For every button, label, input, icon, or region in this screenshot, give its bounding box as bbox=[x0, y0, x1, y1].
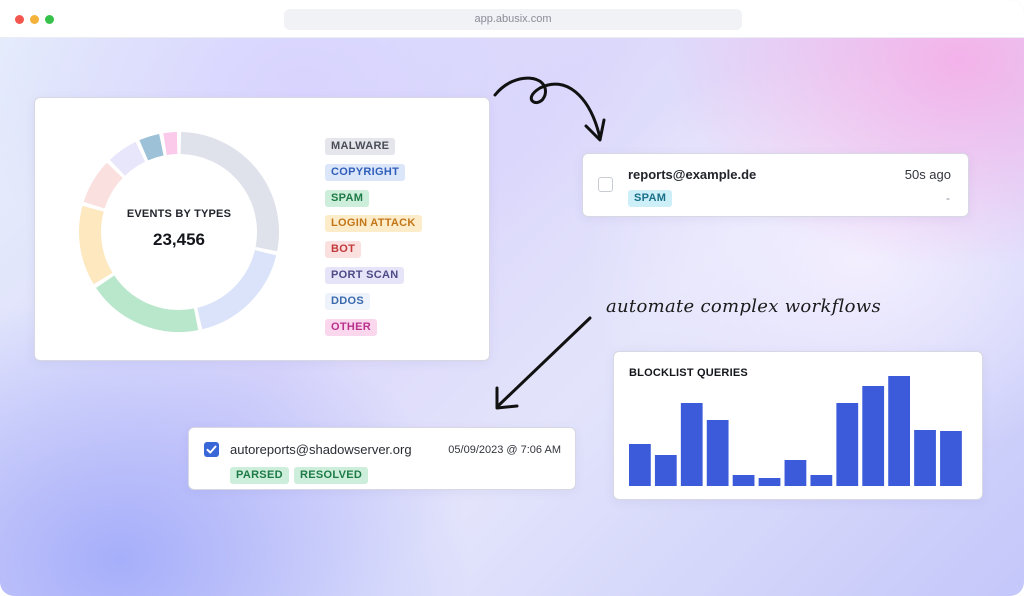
blocklist-queries-card: BLOCKLIST QUERIES bbox=[613, 351, 983, 500]
report-sender: reports@example.de bbox=[628, 167, 757, 182]
report-card-shadowserver[interactable]: autoreports@shadowserver.org 05/09/2023 … bbox=[188, 427, 576, 490]
donut-slice-copyright bbox=[196, 249, 277, 330]
report-sender: autoreports@shadowserver.org bbox=[230, 442, 412, 457]
legend-item-malware: MALWARE bbox=[325, 138, 396, 155]
donut-slice-bot bbox=[83, 162, 123, 209]
maximize-window-button[interactable] bbox=[45, 15, 54, 24]
status-badge-parsed: PARSED bbox=[230, 467, 289, 484]
status-badge-spam: SPAM bbox=[628, 190, 673, 207]
donut-slice-login-attack bbox=[79, 205, 113, 285]
donut-slice-ddos bbox=[139, 133, 164, 161]
events-donut-chart bbox=[79, 132, 279, 332]
events-chart-title: EVENTS BY TYPES bbox=[126, 208, 232, 220]
browser-titlebar: app.abusix.com bbox=[0, 0, 1024, 38]
legend-item-login-attack: LOGIN ATTACK bbox=[325, 215, 422, 233]
report-dash: - bbox=[946, 191, 950, 205]
checkmark-icon bbox=[206, 445, 217, 454]
donut-slice-port-scan bbox=[109, 141, 146, 176]
url-bar[interactable]: app.abusix.com bbox=[284, 9, 742, 30]
legend-item-other: OTHER bbox=[325, 318, 377, 336]
blocklist-bar-chart bbox=[629, 376, 962, 486]
bar-8 bbox=[810, 475, 833, 486]
bar-4 bbox=[706, 420, 729, 486]
report-checkbox[interactable] bbox=[598, 177, 613, 192]
minimize-window-button[interactable] bbox=[30, 15, 39, 24]
straight-arrow-head-icon bbox=[495, 386, 519, 410]
annotation-text: automate complex workflows bbox=[606, 296, 882, 317]
bar-1 bbox=[629, 444, 651, 486]
bar-chart-title: BLOCKLIST QUERIES bbox=[629, 367, 748, 379]
bar-9 bbox=[836, 403, 859, 486]
bar-3 bbox=[680, 403, 703, 486]
close-window-button[interactable] bbox=[15, 15, 24, 24]
bar-7 bbox=[784, 460, 807, 486]
report-checkbox-checked[interactable] bbox=[204, 442, 219, 457]
report-time: 05/09/2023 @ 7:06 AM bbox=[448, 444, 561, 456]
curved-arrow-head-icon bbox=[584, 118, 606, 142]
events-total: 23,456 bbox=[153, 230, 205, 249]
donut-slice-malware bbox=[180, 132, 279, 252]
bar-12 bbox=[914, 430, 936, 486]
donut-slice-spam bbox=[96, 275, 199, 332]
donut-center: EVENTS BY TYPES 23,456 bbox=[107, 208, 251, 250]
events-by-types-card: EVENTS BY TYPES 23,456 MALWARE COPYRIGHT S… bbox=[34, 97, 490, 361]
status-badge-resolved: RESOLVED bbox=[294, 467, 369, 484]
donut-slice-other bbox=[163, 132, 178, 155]
legend-item-spam: SPAM bbox=[325, 189, 370, 207]
legend-item-port-scan: PORT SCAN bbox=[325, 267, 405, 284]
report-time: 50s ago bbox=[904, 167, 951, 182]
bar-5 bbox=[732, 475, 755, 486]
bar-11 bbox=[888, 376, 911, 486]
legend-item-copyright: COPYRIGHT bbox=[325, 163, 406, 181]
legend-item-ddos: DDOS bbox=[325, 292, 370, 310]
bar-13 bbox=[940, 431, 962, 486]
bar-10 bbox=[862, 386, 885, 486]
bar-2 bbox=[654, 455, 677, 486]
legend-item-bot: BOT bbox=[325, 241, 362, 259]
report-card-example[interactable]: reports@example.de 50s ago SPAM - bbox=[582, 153, 969, 217]
curved-arrow-icon bbox=[493, 76, 602, 140]
bar-6 bbox=[758, 478, 781, 486]
straight-arrow-icon bbox=[496, 316, 592, 408]
